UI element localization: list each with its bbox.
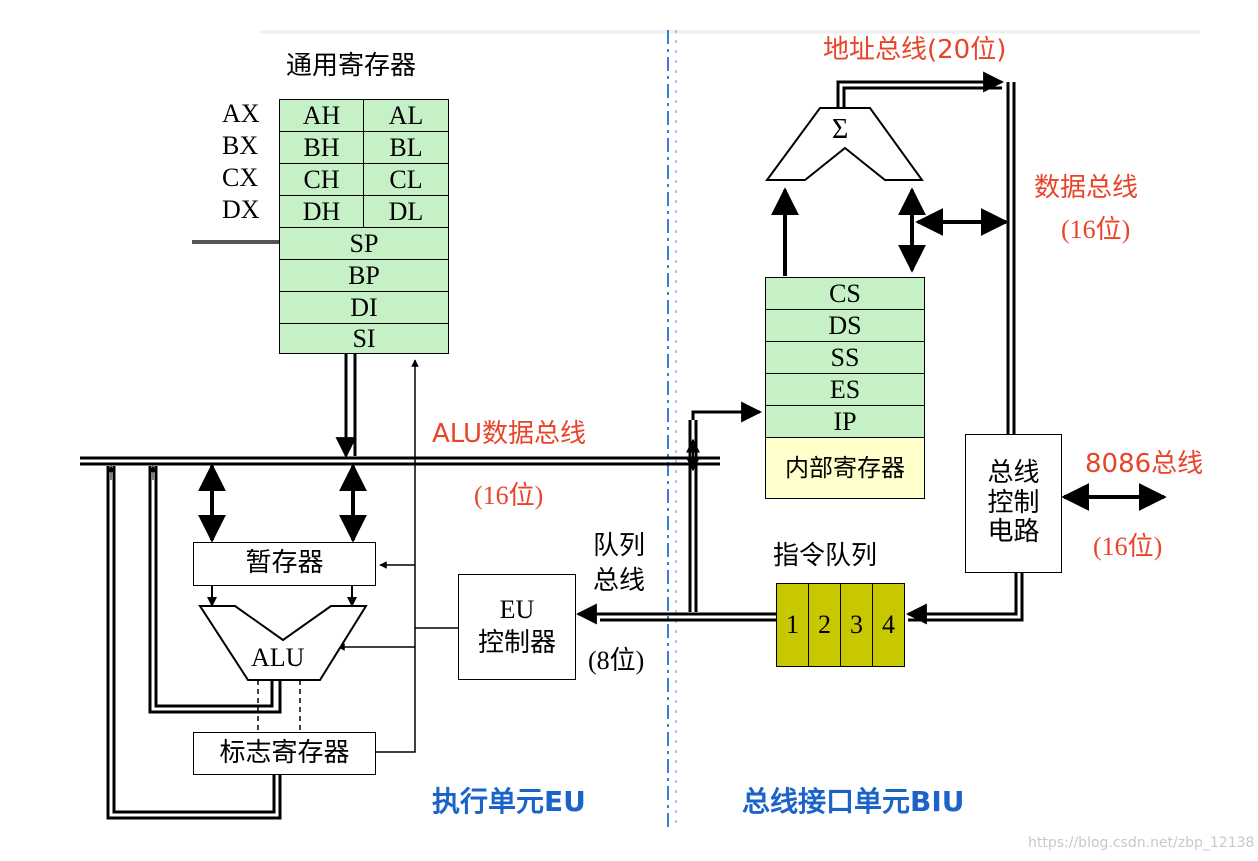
instruction-queue-title: 指令队列 [773,541,878,571]
bus-control-circuit: 总线 控制 电路 [965,434,1062,573]
register-dl: DL [363,195,449,228]
alu-bus-width: (16位) [474,481,544,510]
eu-controller-line-1: EU [499,595,535,625]
adder-symbol: Σ [832,114,849,145]
data-bus-width: (16位) [1061,215,1131,244]
address-bus-label: 地址总线(20位) [823,35,1007,65]
queue-slot-2: 2 [808,583,841,667]
register-dh: DH [279,195,364,228]
register-cs: CS [765,277,925,310]
register-ds: DS [765,309,925,342]
register-bl: BL [363,131,449,164]
register-name-cx: CX [222,163,259,192]
register-ch: CH [279,163,364,196]
alu-shape [198,605,368,681]
bus-control-line-3: 电路 [987,517,1040,548]
queue-bus-label-2: 总线 [593,566,646,596]
flags-register: 标志寄存器 [193,732,376,775]
register-ip: IP [765,405,925,438]
register-name-bx: BX [222,131,259,160]
queue-bus-label-1: 队列 [593,531,646,561]
register-cl: CL [363,163,449,196]
queue-slot-4: 4 [872,583,905,667]
eu-controller: EU 控制器 [458,574,576,680]
bus-control-line-2: 控制 [987,487,1040,518]
queue-slot-1: 1 [776,583,809,667]
eu-unit-label: 执行单元EU [432,785,586,818]
register-di: DI [279,291,449,324]
data-bus-label: 数据总线 [1034,173,1139,203]
queue-bus-width: (8位) [588,646,645,675]
queue-slot-3: 3 [840,583,873,667]
alu-label: ALU [251,643,305,672]
register-si: SI [279,323,449,354]
register-name-ax: AX [222,99,260,128]
bus-control-line-1: 总线 [987,457,1040,488]
register-sp: SP [279,227,449,260]
eu-controller-line-2: 控制器 [477,628,556,658]
temp-register: 暂存器 [193,542,376,586]
biu-unit-label: 总线接口单元BIU [742,785,965,818]
watermark: https://blog.csdn.net/zbp_12138 [1028,835,1255,851]
external-bus-label: 8086总线 [1085,449,1204,479]
internal-registers: 内部寄存器 [765,437,925,499]
register-ss: SS [765,341,925,374]
register-bp: BP [279,259,449,292]
external-bus-width: (16位) [1093,532,1163,561]
adder-shape [765,107,924,181]
alu-bus-label: ALU数据总线 [432,419,587,449]
register-ah: AH [279,99,364,132]
gp-registers-title: 通用寄存器 [286,51,417,81]
register-bh: BH [279,131,364,164]
register-es: ES [765,373,925,406]
register-al: AL [363,99,449,132]
register-name-dx: DX [222,195,260,224]
